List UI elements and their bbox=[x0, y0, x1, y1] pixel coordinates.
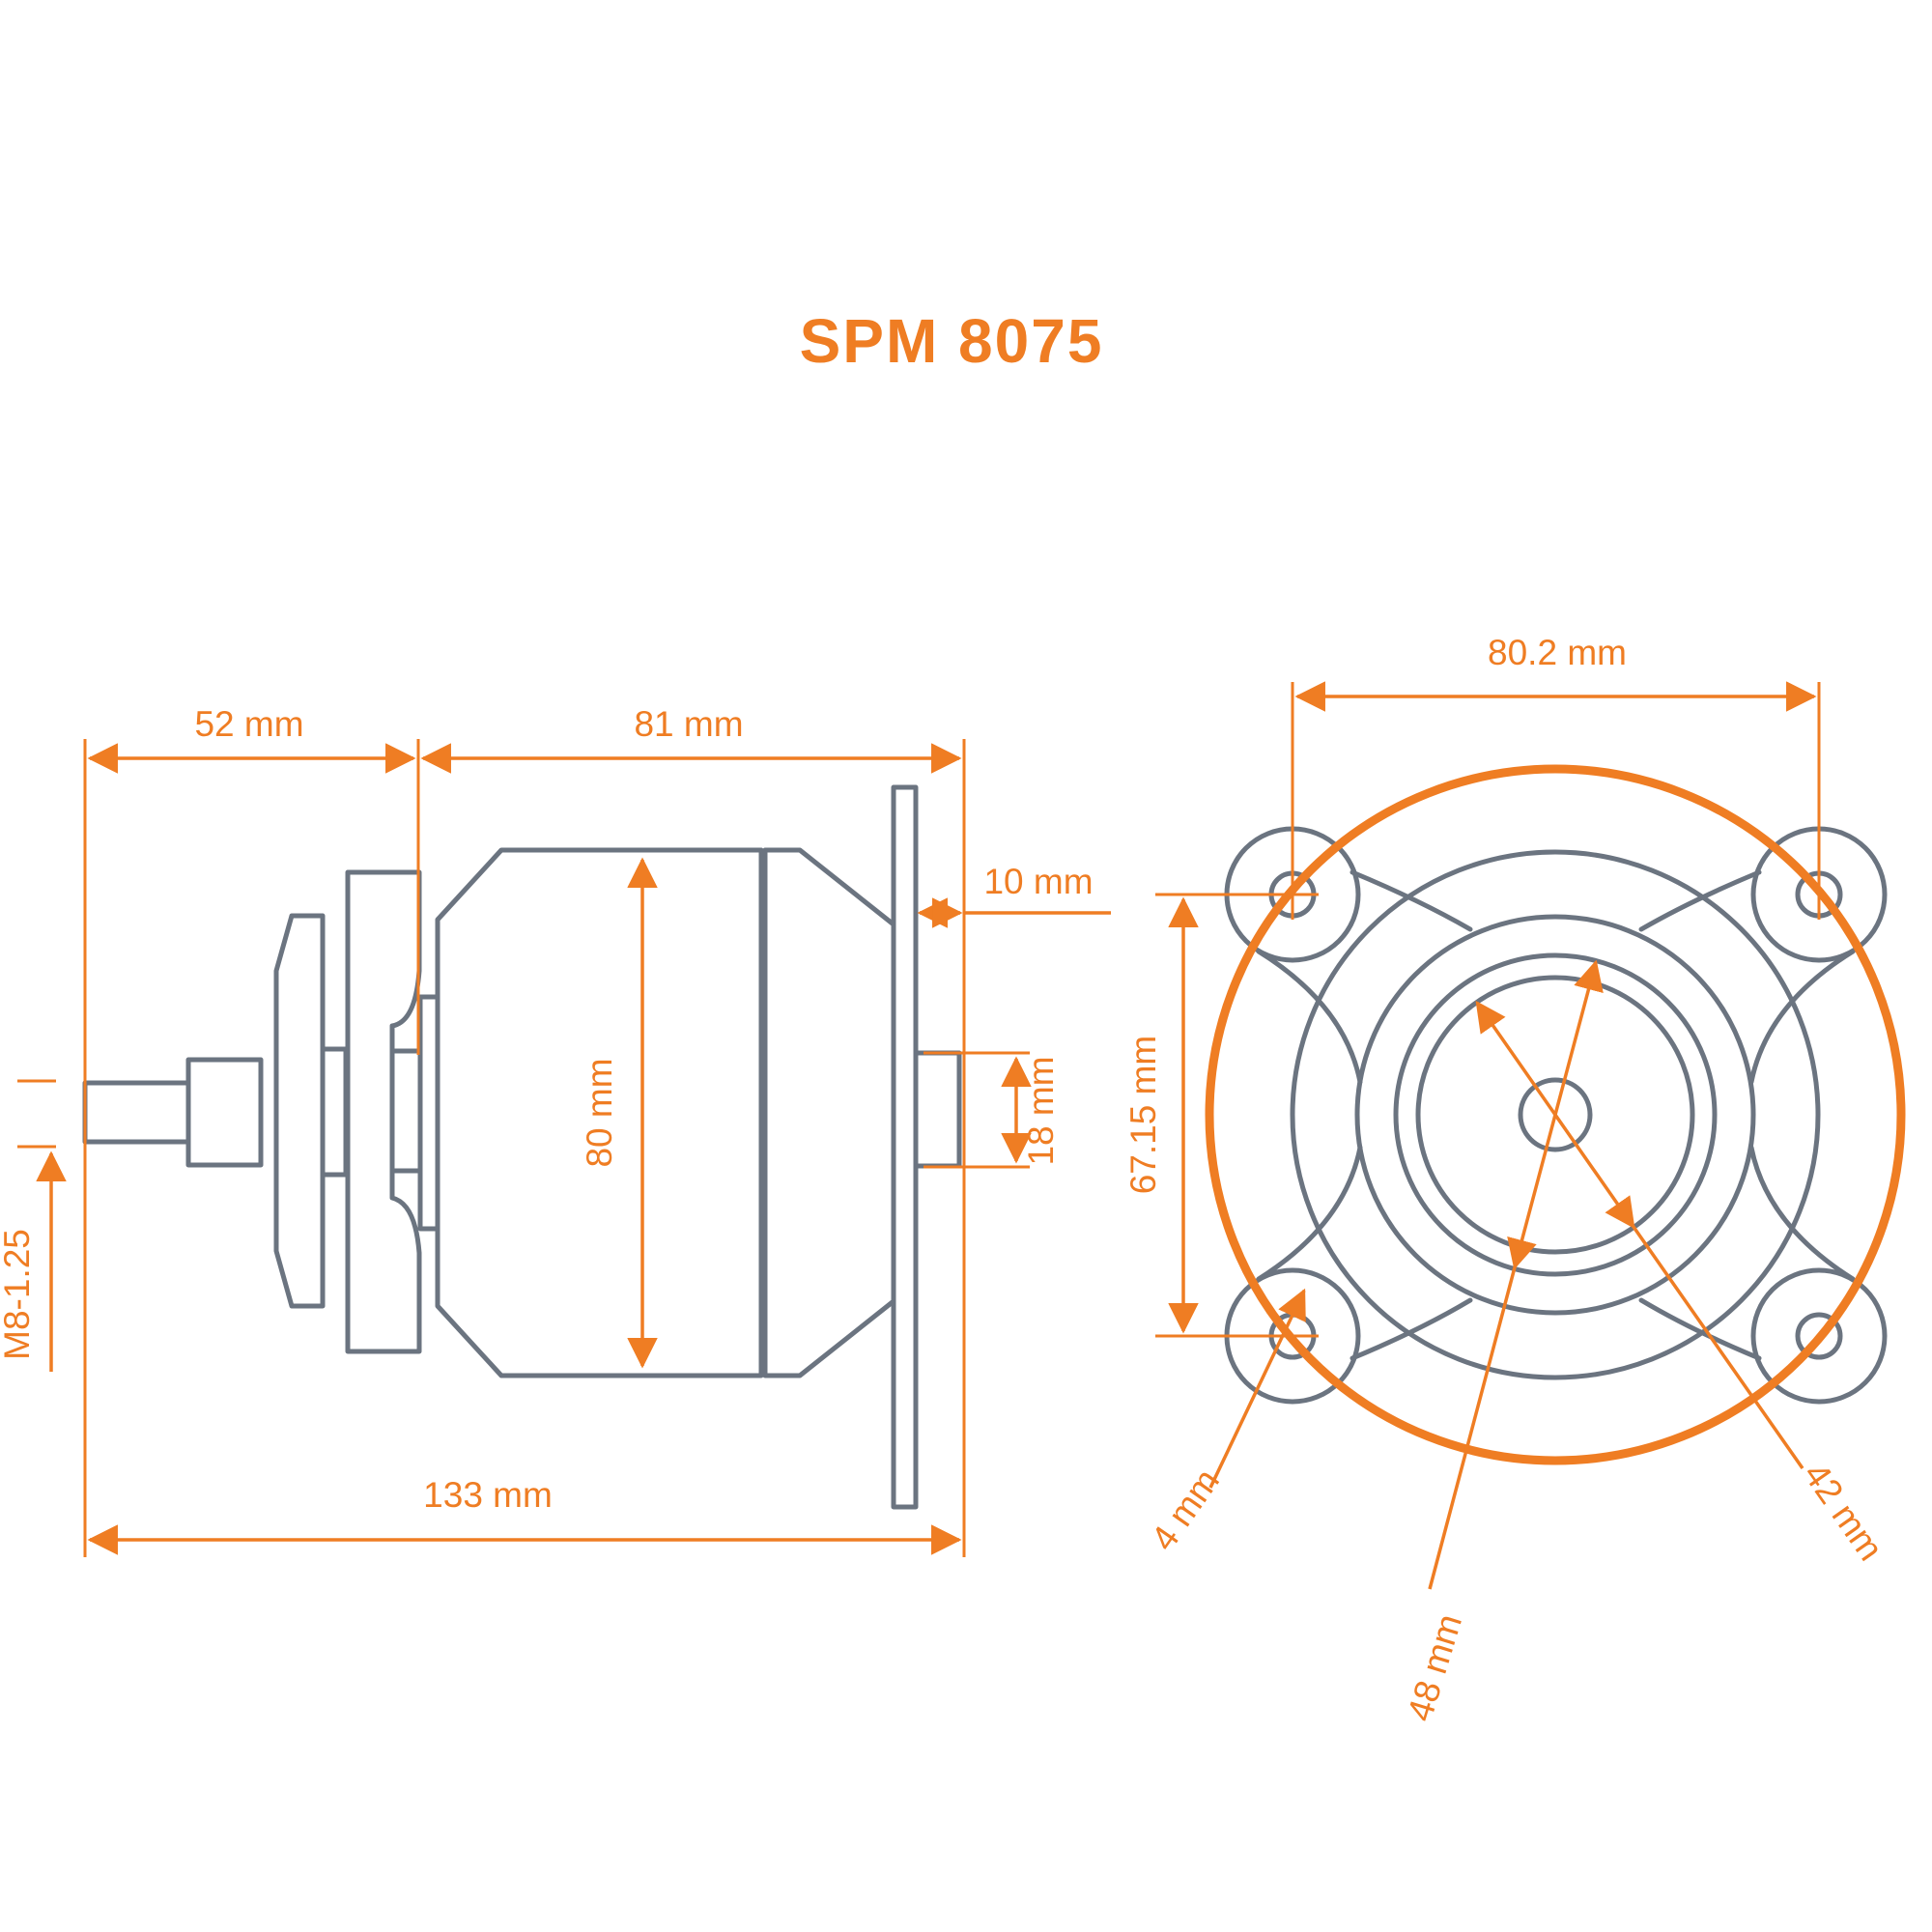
web-curve-top-right bbox=[1638, 869, 1762, 932]
dim-label-can-length: 81 mm bbox=[634, 704, 743, 744]
ring-circle-outer bbox=[1393, 952, 1718, 1277]
prop-washer-outline bbox=[273, 913, 326, 1309]
dim-label-hole-spacing-x: 80.2 mm bbox=[1488, 633, 1627, 672]
can-circle bbox=[1290, 849, 1821, 1380]
front-view-dimensions: 80.2 mm 67.15 mm 4 mm 48 mm 42 mm bbox=[1123, 633, 1890, 1725]
mount-disc-circle bbox=[1354, 914, 1756, 1316]
web-curve-left-upper bbox=[1256, 949, 1363, 1085]
leader-line-hole-diameter bbox=[1208, 1288, 1306, 1489]
motor-can-outline bbox=[435, 847, 764, 1378]
web-curve-right-lower bbox=[1748, 1145, 1856, 1282]
dim-label-can-diameter: 80 mm bbox=[580, 1058, 619, 1167]
shaft-collar-outline bbox=[185, 1057, 264, 1168]
rear-plate-outline bbox=[891, 784, 919, 1510]
web-curve-left-lower bbox=[1256, 1145, 1363, 1282]
dim-tail-ring-outer bbox=[1428, 1266, 1517, 1590]
dim-label-overall-length: 133 mm bbox=[423, 1475, 553, 1515]
mount-hole-bottom-right bbox=[1795, 1312, 1843, 1360]
dim-label-ring-inner: 42 mm bbox=[1796, 1456, 1890, 1568]
side-view-dimensions: 52 mm 81 mm 10 mm 80 mm 18 mm M8-1.25 13… bbox=[0, 704, 1111, 1557]
web-curve-top-left bbox=[1350, 869, 1473, 932]
dim-label-hole-spacing-y: 67.15 mm bbox=[1123, 1036, 1163, 1195]
web-curve-right-upper bbox=[1748, 949, 1856, 1085]
dim-label-hole-diameter: 4 mm bbox=[1143, 1462, 1227, 1557]
web-curve-bottom-left bbox=[1350, 1297, 1473, 1361]
dim-label-plate-thickness: 10 mm bbox=[983, 862, 1093, 901]
rear-bell-outline bbox=[762, 847, 896, 1378]
shaft-outline bbox=[82, 1080, 191, 1145]
dim-line-ring-inner bbox=[1475, 1000, 1635, 1230]
mount-ear-bottom-right bbox=[1750, 1267, 1888, 1405]
front-bearing-step-outline bbox=[417, 994, 440, 1232]
dim-label-front-length: 52 mm bbox=[194, 704, 303, 744]
page-title: SPM 8075 bbox=[800, 306, 1104, 376]
rear-plate-circle bbox=[1205, 764, 1906, 1465]
dim-label-shaft-thread: M8-1.25 bbox=[0, 1229, 37, 1360]
side-view bbox=[82, 784, 962, 1510]
spacer-outline bbox=[320, 1046, 349, 1178]
dim-tail-ring-inner bbox=[1632, 1225, 1804, 1470]
dim-label-ring-outer: 48 mm bbox=[1400, 1609, 1469, 1725]
web-curve-bottom-right bbox=[1638, 1297, 1762, 1361]
dim-label-rear-hub: 18 mm bbox=[1021, 1056, 1061, 1165]
rear-hub-outline bbox=[913, 1050, 962, 1169]
